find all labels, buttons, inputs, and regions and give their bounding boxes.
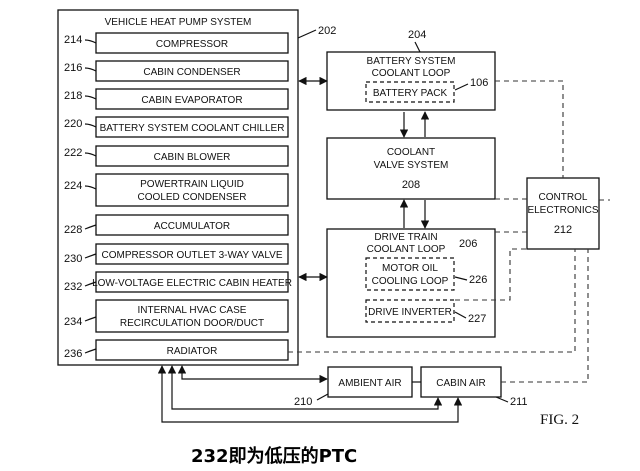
component-ref: 232 <box>64 281 82 293</box>
component-cabin-heater: LOW-VOLTAGE ELECTRIC CABIN HEATER 232 <box>64 271 292 293</box>
solid-connections <box>157 76 463 423</box>
component-cabin-evaporator: CABIN EVAPORATOR 218 <box>64 88 289 110</box>
component-3way-valve: COMPRESSOR OUTLET 3-WAY VALVE 230 <box>64 243 289 265</box>
heat-pump-system-ref: 202 <box>318 25 336 37</box>
cabin-air-label: CABIN AIR <box>436 378 485 389</box>
component-accumulator: ACCUMULATOR 228 <box>64 214 289 236</box>
component-ref: 214 <box>64 34 82 46</box>
component-ref: 230 <box>64 253 82 265</box>
control-line1: CONTROL <box>539 192 588 203</box>
component-label-line2: COOLED CONDENSER <box>138 192 247 203</box>
battery-pack-ref: 106 <box>470 77 488 89</box>
component-ref: 216 <box>64 62 82 74</box>
leader-210 <box>316 393 329 401</box>
component-label: CABIN EVAPORATOR <box>141 95 242 106</box>
control-ref: 212 <box>554 224 572 236</box>
component-label-line1: INTERNAL HVAC CASE <box>138 305 247 316</box>
motor-oil-ref: 226 <box>469 274 487 286</box>
drive-loop-line1: DRIVE TRAIN <box>374 232 437 243</box>
leader-106 <box>454 83 469 91</box>
figure-label: FIG. 2 <box>540 412 579 428</box>
component-ref: 236 <box>64 348 82 360</box>
component-label: LOW-VOLTAGE ELECTRIC CABIN HEATER <box>92 278 292 289</box>
motor-oil-line1: MOTOR OIL <box>382 263 438 274</box>
component-label: BATTERY SYSTEM COOLANT CHILLER <box>100 123 285 134</box>
battery-loop-line2: COOLANT LOOP <box>372 68 451 79</box>
component-label: CABIN CONDENSER <box>143 67 240 78</box>
component-cabin-condenser: CABIN CONDENSER 216 <box>64 60 289 82</box>
leader-211 <box>495 396 509 403</box>
valve-system-line1: COOLANT <box>387 147 435 158</box>
battery-pack-box <box>365 81 455 103</box>
battery-pack-label: BATTERY PACK <box>373 88 448 99</box>
motor-oil-line2: COOLING LOOP <box>372 276 449 287</box>
heat-pump-system-title: VEHICLE HEAT PUMP SYSTEM <box>105 17 252 28</box>
valve-system-ref: 208 <box>402 179 420 191</box>
leader-226 <box>454 276 468 281</box>
valve-system-line2: VALVE SYSTEM <box>374 160 449 171</box>
component-ref: 234 <box>64 316 82 328</box>
component-label-line1: POWERTRAIN LIQUID <box>140 179 244 190</box>
component-ref: 222 <box>64 147 82 159</box>
component-ref: 224 <box>64 180 82 192</box>
ambient-air-label: AMBIENT AIR <box>338 378 401 389</box>
drive-inverter-label: DRIVE INVERTER <box>368 307 452 318</box>
caption: 232即为低压的PTC <box>191 445 357 467</box>
motor-oil-cooling-loop-box <box>365 257 455 291</box>
leader-204 <box>414 41 421 53</box>
component-recirculation-door: INTERNAL HVAC CASE RECIRCULATION DOOR/DU… <box>64 299 289 333</box>
component-label: RADIATOR <box>167 346 218 357</box>
component-ref: 220 <box>64 118 82 130</box>
drive-loop-line2: COOLANT LOOP <box>367 244 446 255</box>
battery-loop-line1: BATTERY SYSTEM <box>367 56 456 67</box>
drive-inverter-box <box>365 299 455 323</box>
leader-202 <box>297 29 317 39</box>
component-label: COMPRESSOR <box>156 39 228 50</box>
control-line2: ELECTRONICS <box>527 205 598 216</box>
battery-loop-ref: 204 <box>408 29 426 41</box>
component-compressor: COMPRESSOR 214 <box>64 32 289 54</box>
control-electronics-box <box>526 177 600 250</box>
component-ref: 228 <box>64 224 82 236</box>
leader-227 <box>454 311 467 319</box>
component-radiator: RADIATOR 236 <box>64 339 289 361</box>
component-label: COMPRESSOR OUTLET 3-WAY VALVE <box>102 250 283 261</box>
component-battery-coolant-chiller: BATTERY SYSTEM COOLANT CHILLER 220 <box>64 116 289 138</box>
drive-inverter-ref: 227 <box>468 313 486 325</box>
component-label-line2: RECIRCULATION DOOR/DUCT <box>120 318 264 329</box>
component-powertrain-condenser: POWERTRAIN LIQUID COOLED CONDENSER 224 <box>64 173 289 207</box>
component-label: CABIN BLOWER <box>154 152 231 163</box>
drive-loop-ref: 206 <box>459 238 477 250</box>
component-cabin-blower: CABIN BLOWER 222 <box>64 145 289 167</box>
component-ref: 218 <box>64 90 82 102</box>
component-label: ACCUMULATOR <box>154 221 230 232</box>
dashed-control-connections <box>288 80 610 383</box>
coolant-valve-system-box <box>326 137 496 200</box>
ambient-air-ref: 210 <box>294 396 312 408</box>
cabin-air-ref: 211 <box>510 396 528 408</box>
